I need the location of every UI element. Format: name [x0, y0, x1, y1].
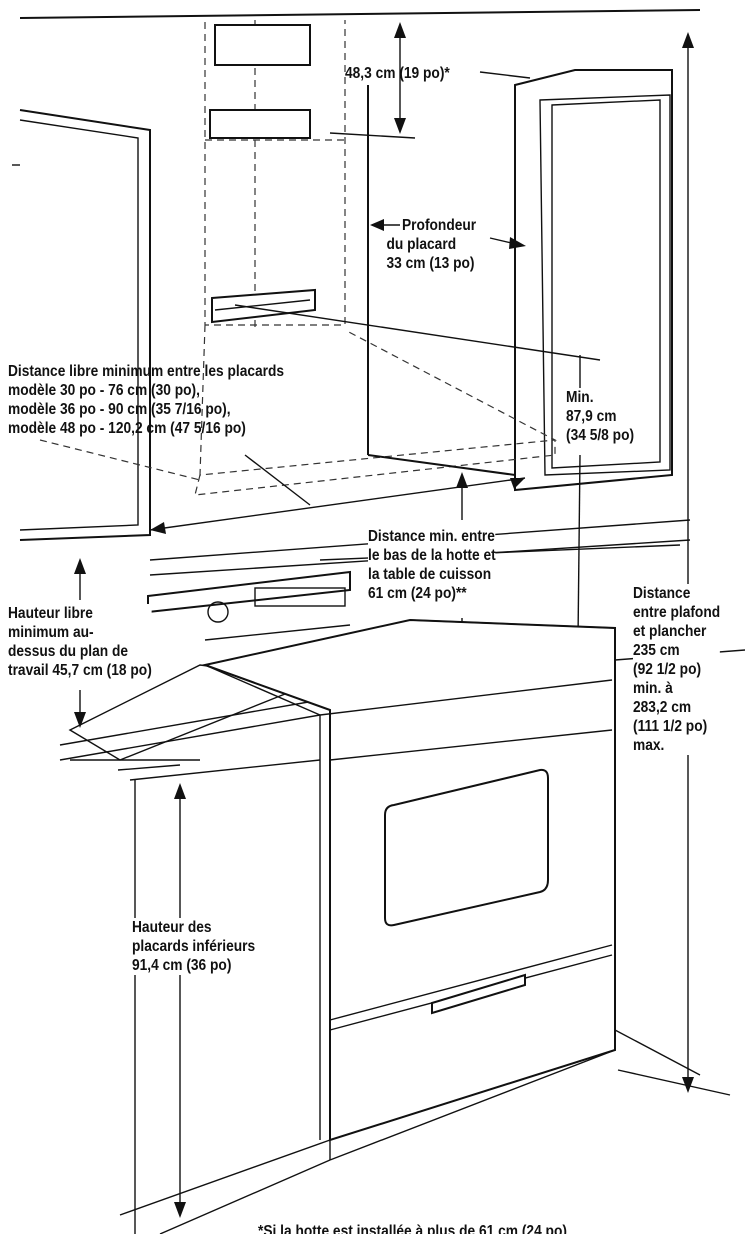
label-min-height: Min. 87,9 cm (34 5/8 po): [566, 388, 635, 445]
left-upper-cabinet: [19, 109, 151, 541]
hood-outline: [199, 20, 558, 476]
label-cabinet-depth: Profondeur du placard 33 cm (13 po): [386, 217, 477, 272]
label-cabinet-clearance: Distance libre minimum entre les placard…: [8, 363, 285, 437]
label-footnote: *Si la hotte est installée à plus de 61 …: [258, 1223, 567, 1234]
oven-window: [384, 768, 549, 927]
label-hood-to-cooktop: Distance min. entre le bas de la hotte e…: [368, 527, 496, 603]
right-upper-cabinet: [514, 69, 673, 492]
ceiling-line: [19, 9, 701, 19]
label-counter-clearance: Hauteur libre minimum au- dessus du plan…: [8, 604, 152, 680]
drawer-handle: [431, 973, 526, 1015]
label-hood-gap: 48,3 cm (19 po)*: [345, 65, 450, 82]
vent-middle: [209, 109, 311, 139]
range-display: [254, 587, 346, 607]
vent-bottom: [211, 288, 316, 324]
vent-top: [214, 24, 311, 66]
label-base-cabinets: Hauteur des placards inférieurs 91,4 cm …: [132, 918, 256, 975]
range-knob: [207, 601, 229, 623]
label-ceiling-floor: Distance entre plafond et plancher 235 c…: [633, 584, 721, 755]
